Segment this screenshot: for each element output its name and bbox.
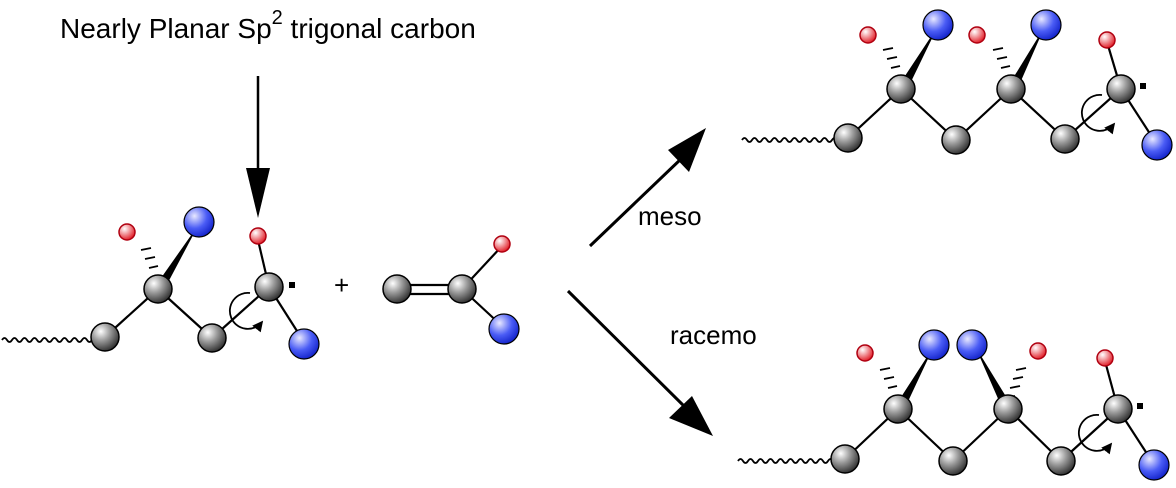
radical-carbon-atom	[254, 272, 284, 302]
rotation-arrow	[1080, 94, 1116, 135]
carbon-atom	[143, 274, 173, 304]
large-substituent	[488, 313, 520, 345]
polymer-chain-squiggle	[741, 137, 838, 143]
carbon-atom	[938, 446, 968, 476]
large-substituent	[1141, 129, 1173, 161]
meso-product	[741, 9, 1173, 161]
carbon-atom	[447, 274, 477, 304]
meso-label: meso	[638, 201, 702, 231]
large-substituent	[918, 329, 950, 361]
rotation-arrow	[228, 292, 264, 333]
radical-dot	[289, 282, 295, 288]
carbon-atom	[996, 74, 1026, 104]
small-substituent	[1029, 342, 1047, 360]
carbon-atom	[1050, 124, 1080, 154]
meso-arrow	[588, 128, 706, 248]
rotation-arrow	[1077, 414, 1113, 455]
polymer-chain-squiggle	[1, 337, 108, 343]
large-substituent	[183, 206, 215, 238]
radical-dot	[1140, 83, 1146, 89]
carbon-atom	[993, 394, 1023, 424]
plus-sign: +	[334, 270, 349, 300]
small-substituent	[249, 227, 267, 245]
small-substituent	[1096, 349, 1114, 367]
radical-carbon-atom	[1106, 74, 1136, 104]
carbon-atom	[382, 274, 412, 304]
carbon-atom	[833, 123, 863, 153]
small-substituent	[856, 344, 874, 362]
annotation-pointer-arrow	[246, 76, 270, 218]
carbon-atom	[90, 322, 120, 352]
large-substituent	[956, 329, 988, 361]
carbon-atom	[197, 323, 227, 353]
annotation-label: Nearly Planar Sp2 trigonal carbon	[60, 7, 476, 44]
small-substituent	[493, 235, 511, 253]
small-substituent	[118, 223, 136, 241]
carbon-atom	[883, 394, 913, 424]
small-substituent	[1098, 31, 1116, 49]
solid-wedge-bond	[154, 224, 199, 290]
carbon-atom	[830, 444, 860, 474]
radical-carbon-atom	[1103, 394, 1133, 424]
large-substituent	[1138, 449, 1170, 481]
carbon-atom	[1046, 446, 1076, 476]
vinyl-monomer	[382, 235, 520, 345]
carbon-atom	[941, 125, 971, 155]
carbon-atom	[886, 74, 916, 104]
racemo-product	[737, 329, 1170, 481]
large-substituent	[288, 328, 320, 360]
large-substituent	[1030, 9, 1062, 41]
large-substituent	[922, 9, 954, 41]
radical-dot	[1137, 403, 1143, 409]
small-substituent	[968, 26, 986, 44]
small-substituent	[859, 26, 877, 44]
growing-chain-radical	[1, 206, 320, 360]
racemo-arrow	[566, 289, 713, 436]
racemo-label: racemo	[670, 320, 757, 350]
polymer-chain-squiggle	[737, 458, 839, 464]
